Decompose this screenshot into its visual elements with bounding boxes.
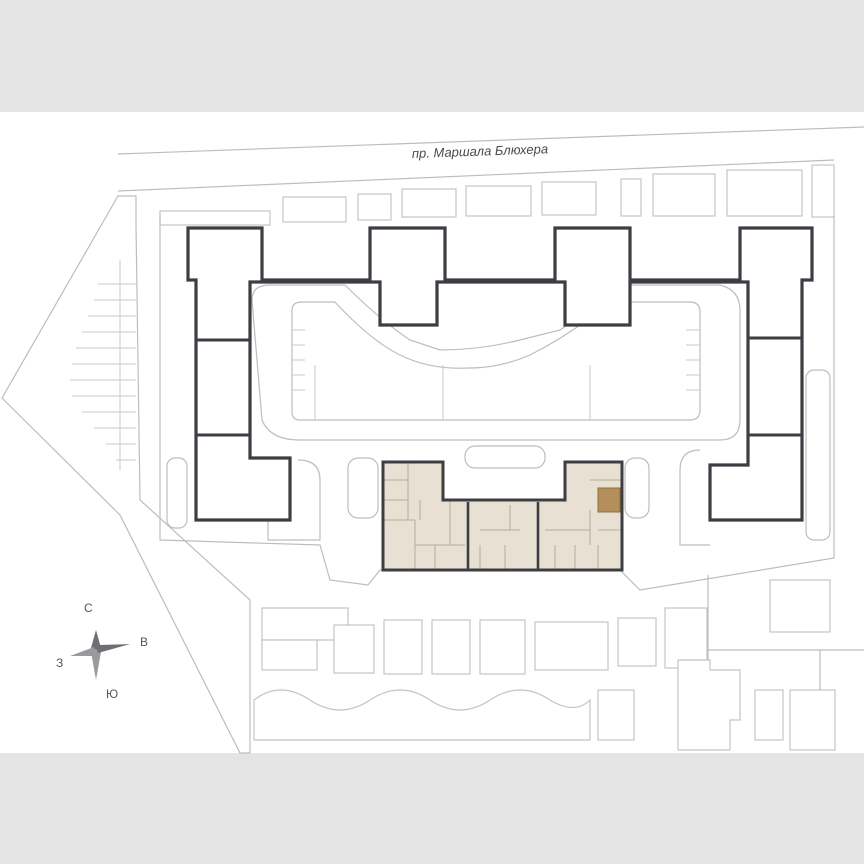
east-inner-path	[679, 449, 710, 546]
courtyard-parking-east	[686, 329, 700, 391]
north-lots	[159, 164, 835, 226]
compass-south-arrow	[91, 650, 101, 680]
compass-east-label: В	[140, 635, 148, 649]
compass-west-label: З	[56, 656, 63, 670]
compass-south-label: Ю	[106, 687, 118, 701]
south-lots	[253, 575, 864, 751]
west-inner-path	[267, 459, 321, 541]
compass-north-label: С	[84, 601, 93, 615]
main-building	[186, 226, 814, 522]
courtyard-parking-west	[292, 329, 305, 391]
compass-rose: С В Ю З	[56, 601, 148, 701]
west-parking-stalls	[70, 260, 136, 470]
street-line-south	[117, 159, 835, 192]
street-label: пр. Маршала Блюхера	[412, 141, 549, 161]
street-line-north	[117, 126, 864, 155]
center-west-path	[347, 457, 379, 519]
west-path	[166, 457, 188, 529]
selected-apartment[interactable]	[597, 487, 621, 513]
west-parking-plot	[1, 195, 251, 754]
center-east-path	[624, 457, 650, 519]
courtyard-inner	[291, 301, 701, 421]
center-island	[464, 445, 546, 469]
compass-north-arrow	[91, 630, 101, 650]
featured-building-rooms	[383, 462, 622, 570]
south-wavy-plot	[253, 689, 591, 741]
featured-building	[381, 460, 624, 572]
site-boundary	[159, 215, 835, 591]
compass-east-arrow	[96, 644, 130, 653]
featured-building-outline	[381, 460, 624, 572]
east-path	[805, 369, 831, 541]
compass-west-arrow	[70, 647, 96, 656]
